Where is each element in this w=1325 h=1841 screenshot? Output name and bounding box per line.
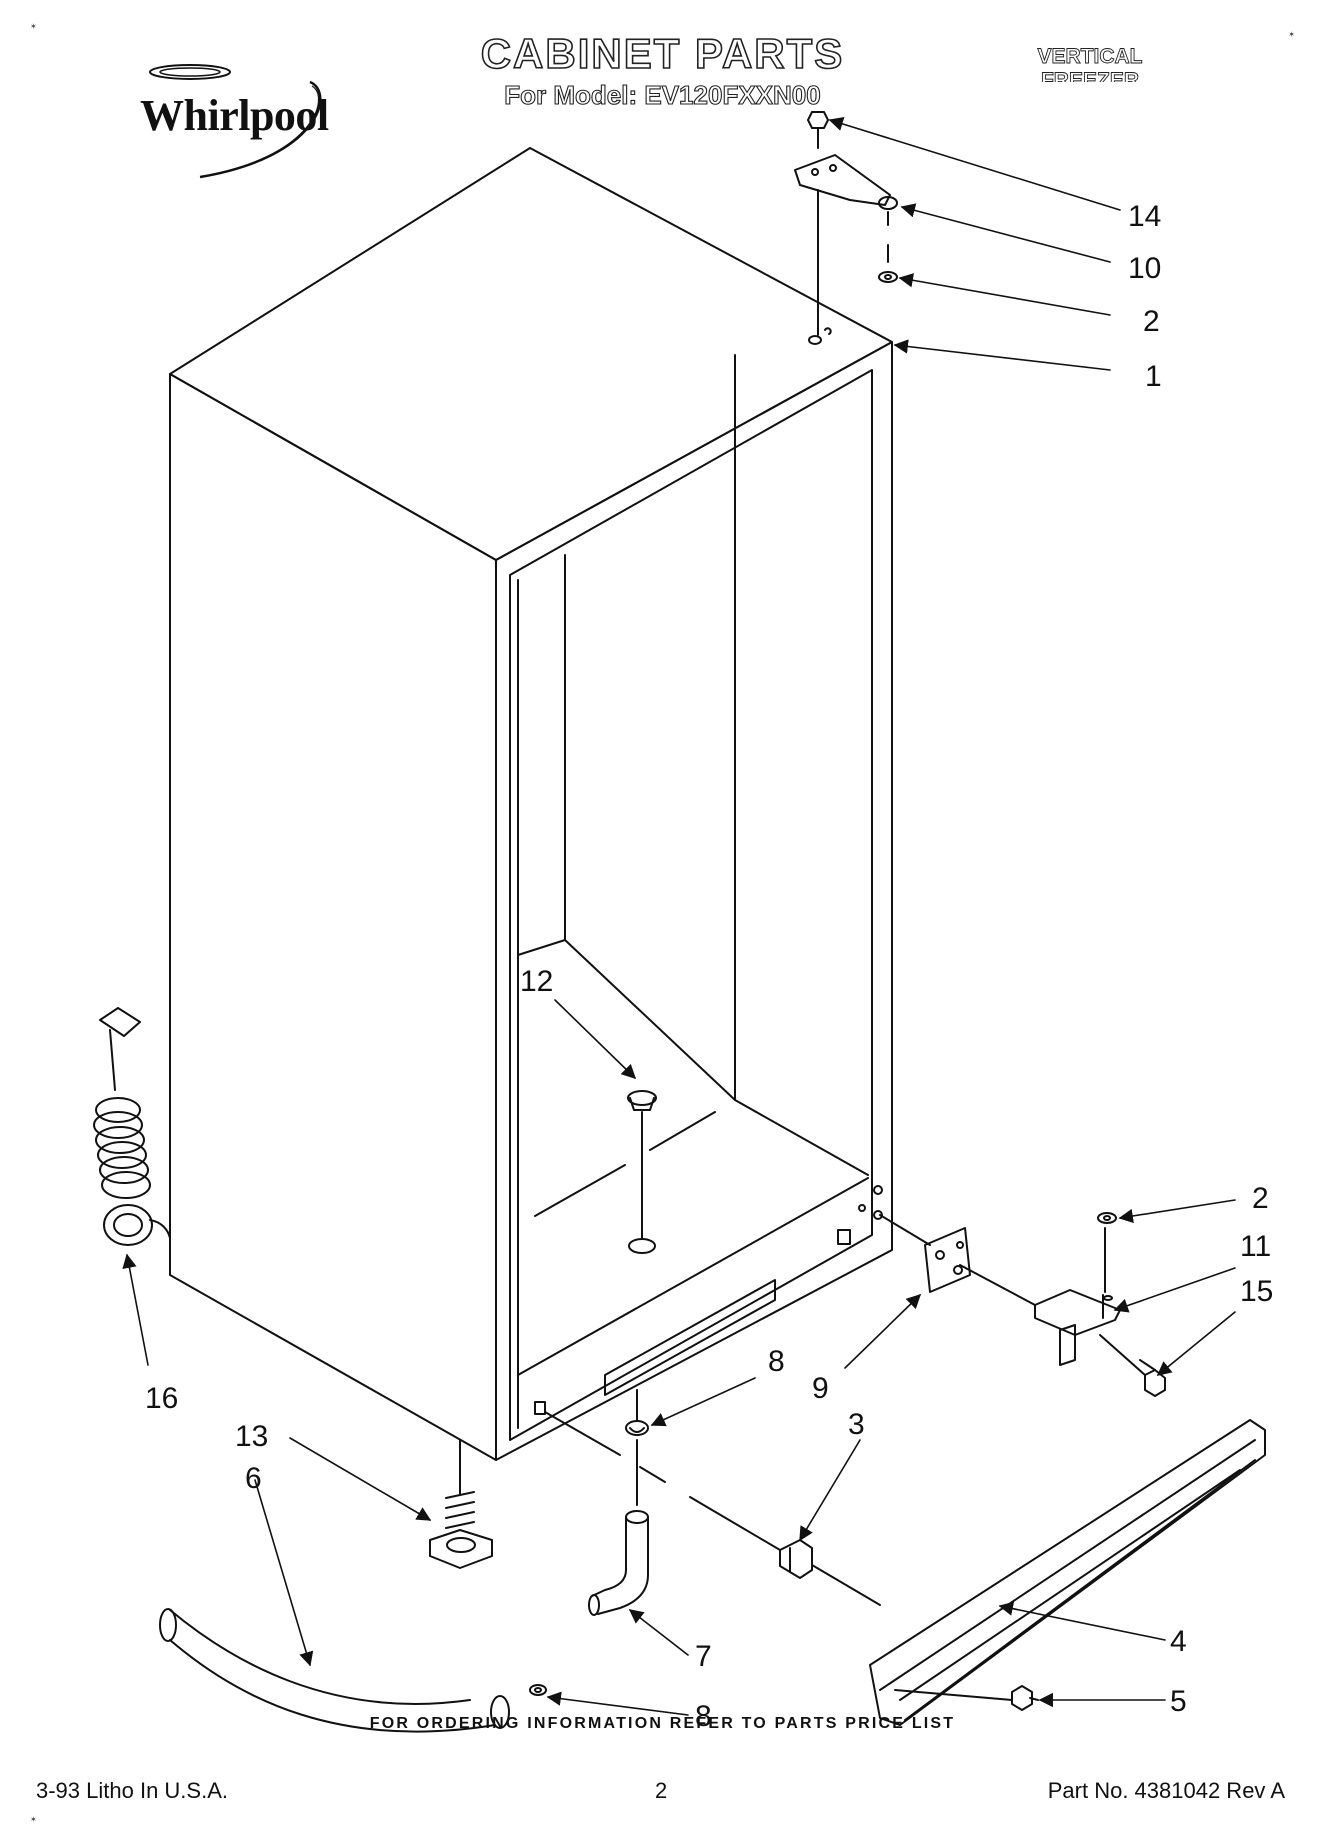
leveling-leg (429, 1439, 493, 1569)
leader-arrows (122, 116, 1236, 1716)
swirl-icon (149, 64, 322, 179)
cabinet-shell (169, 147, 893, 1461)
drain-elbow (588, 1510, 649, 1616)
callout-3: 3 (848, 1408, 865, 1441)
base-grille (869, 1419, 1266, 1726)
callout-9: 9 (812, 1372, 829, 1405)
drain-hose (159, 1608, 547, 1733)
callout-14: 14 (1128, 200, 1162, 233)
corner-mark-top-right: ✶ (1288, 30, 1295, 39)
callout-6: 6 (245, 1462, 262, 1495)
assembly-guide-lines (544, 1214, 1146, 1701)
part-number: Part No. 4381042 Rev A (1047, 1778, 1285, 1803)
callout-2-top: 2 (1143, 305, 1160, 338)
category-line-2: FREEZER (1040, 69, 1140, 82)
callout-16: 16 (145, 1382, 179, 1415)
callout-1: 1 (1145, 360, 1162, 393)
brand-wordmark: Whirlpool (140, 91, 329, 140)
bottom-hinge-assembly (924, 1212, 1166, 1397)
callout-8-lower: 8 (695, 1700, 712, 1733)
whirlpool-logo: Whirlpool (120, 62, 360, 182)
corner-mark-bottom-left: ✶ (30, 1815, 37, 1824)
category-label: VERTICAL FREEZER (1020, 45, 1160, 82)
power-cord (93, 1007, 171, 1246)
page-title: CABINET PARTS (480, 29, 845, 78)
callout-5: 5 (1170, 1685, 1187, 1718)
callout-4: 4 (1170, 1625, 1187, 1658)
litho-line: 3-93 Litho In U.S.A. (36, 1778, 228, 1803)
callout-11: 11 (1240, 1230, 1272, 1263)
grille-screw (1011, 1685, 1039, 1711)
corner-mark-top-left: ✶ (30, 22, 37, 31)
callout-7: 7 (695, 1640, 712, 1673)
ordering-note: FOR ORDERING INFORMATION REFER TO PARTS … (369, 1715, 956, 1732)
top-hinge-assembly (794, 111, 898, 336)
callout-10: 10 (1128, 252, 1162, 285)
callout-12: 12 (520, 965, 554, 998)
plug-part (627, 1090, 657, 1254)
page-number: 2 (655, 1778, 668, 1803)
callout-2-right: 2 (1252, 1182, 1269, 1215)
callout-15: 15 (1240, 1275, 1274, 1308)
drain-washer-upper (625, 1389, 649, 1506)
grille-clip (779, 1539, 813, 1579)
callout-8-upper: 8 (768, 1345, 785, 1378)
page-title-block: CABINET PARTS (0, 29, 1325, 78)
callout-13: 13 (235, 1420, 269, 1453)
category-line-1: VERTICAL (1037, 45, 1143, 69)
model-subtitle: For Model: EV120FXXN00 (504, 79, 822, 110)
